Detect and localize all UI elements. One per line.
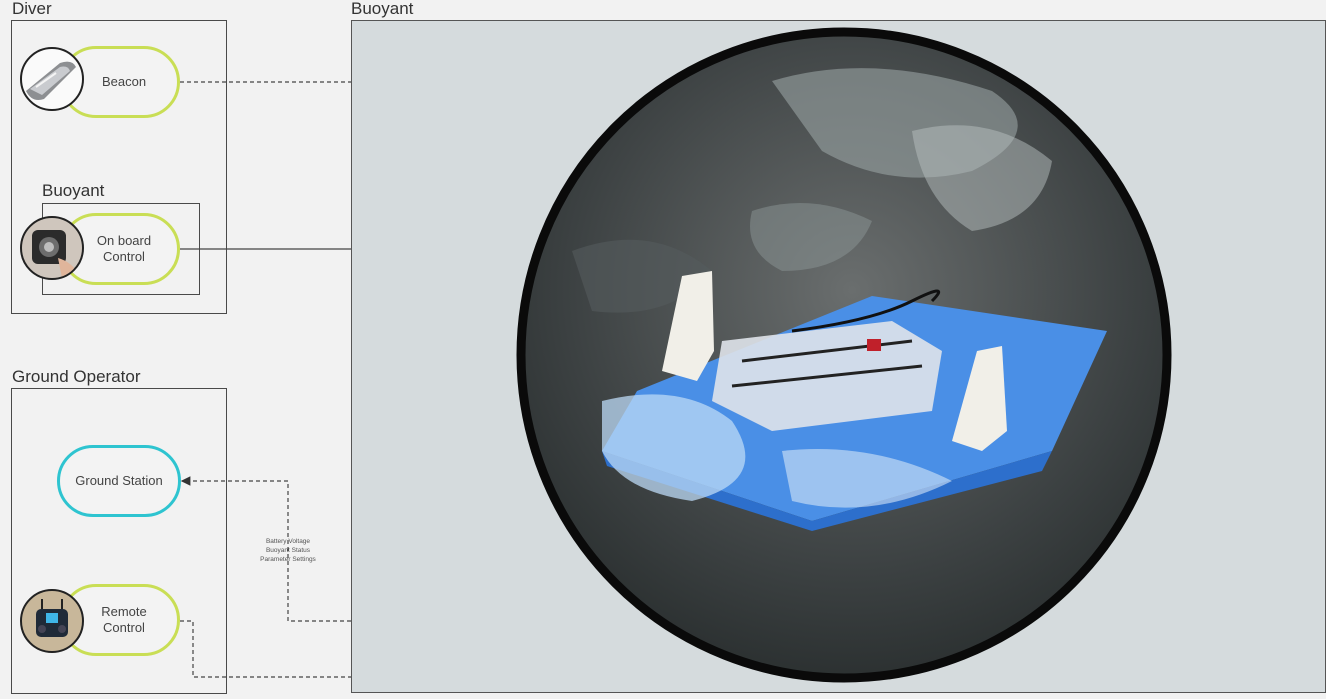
onboard-control-node-label: On board Control [96, 233, 152, 264]
ground-station-node-label: Ground Station [75, 473, 163, 488]
ground-operator-group-title: Ground Operator [12, 367, 141, 386]
diver-group-frame [11, 20, 227, 314]
remote-control-device-image [20, 589, 84, 653]
buoyant-photo-panel [351, 20, 1326, 693]
link-label-battery-voltage: Battery Voltage [265, 538, 311, 545]
ground-operator-group-frame [11, 388, 227, 694]
link-label-buoyant-status: Buoyant Status [265, 547, 311, 554]
buoyant-photo [516, 27, 1172, 683]
buoyant-panel-title: Buoyant [351, 0, 414, 18]
ground-station-node[interactable]: Ground Station [57, 445, 181, 517]
telemetry-link-line [180, 476, 351, 622]
diver-group-title: Diver [12, 0, 52, 18]
telemetry-link-label: Battery Voltage Buoyant Status Parameter… [248, 537, 328, 564]
remote-control-node-label: Remote Control [101, 604, 147, 635]
remote-control-node[interactable]: Remote Control [60, 584, 180, 656]
link-label-parameter-settings: Parameter Settings [260, 556, 316, 563]
beacon-node-label: Beacon [101, 74, 147, 89]
onboard-control-device-image [20, 216, 84, 280]
buoyant-inner-group-title: Buoyant [42, 181, 105, 200]
beacon-device-image [20, 47, 84, 111]
remote-control-link-line [180, 620, 351, 678]
